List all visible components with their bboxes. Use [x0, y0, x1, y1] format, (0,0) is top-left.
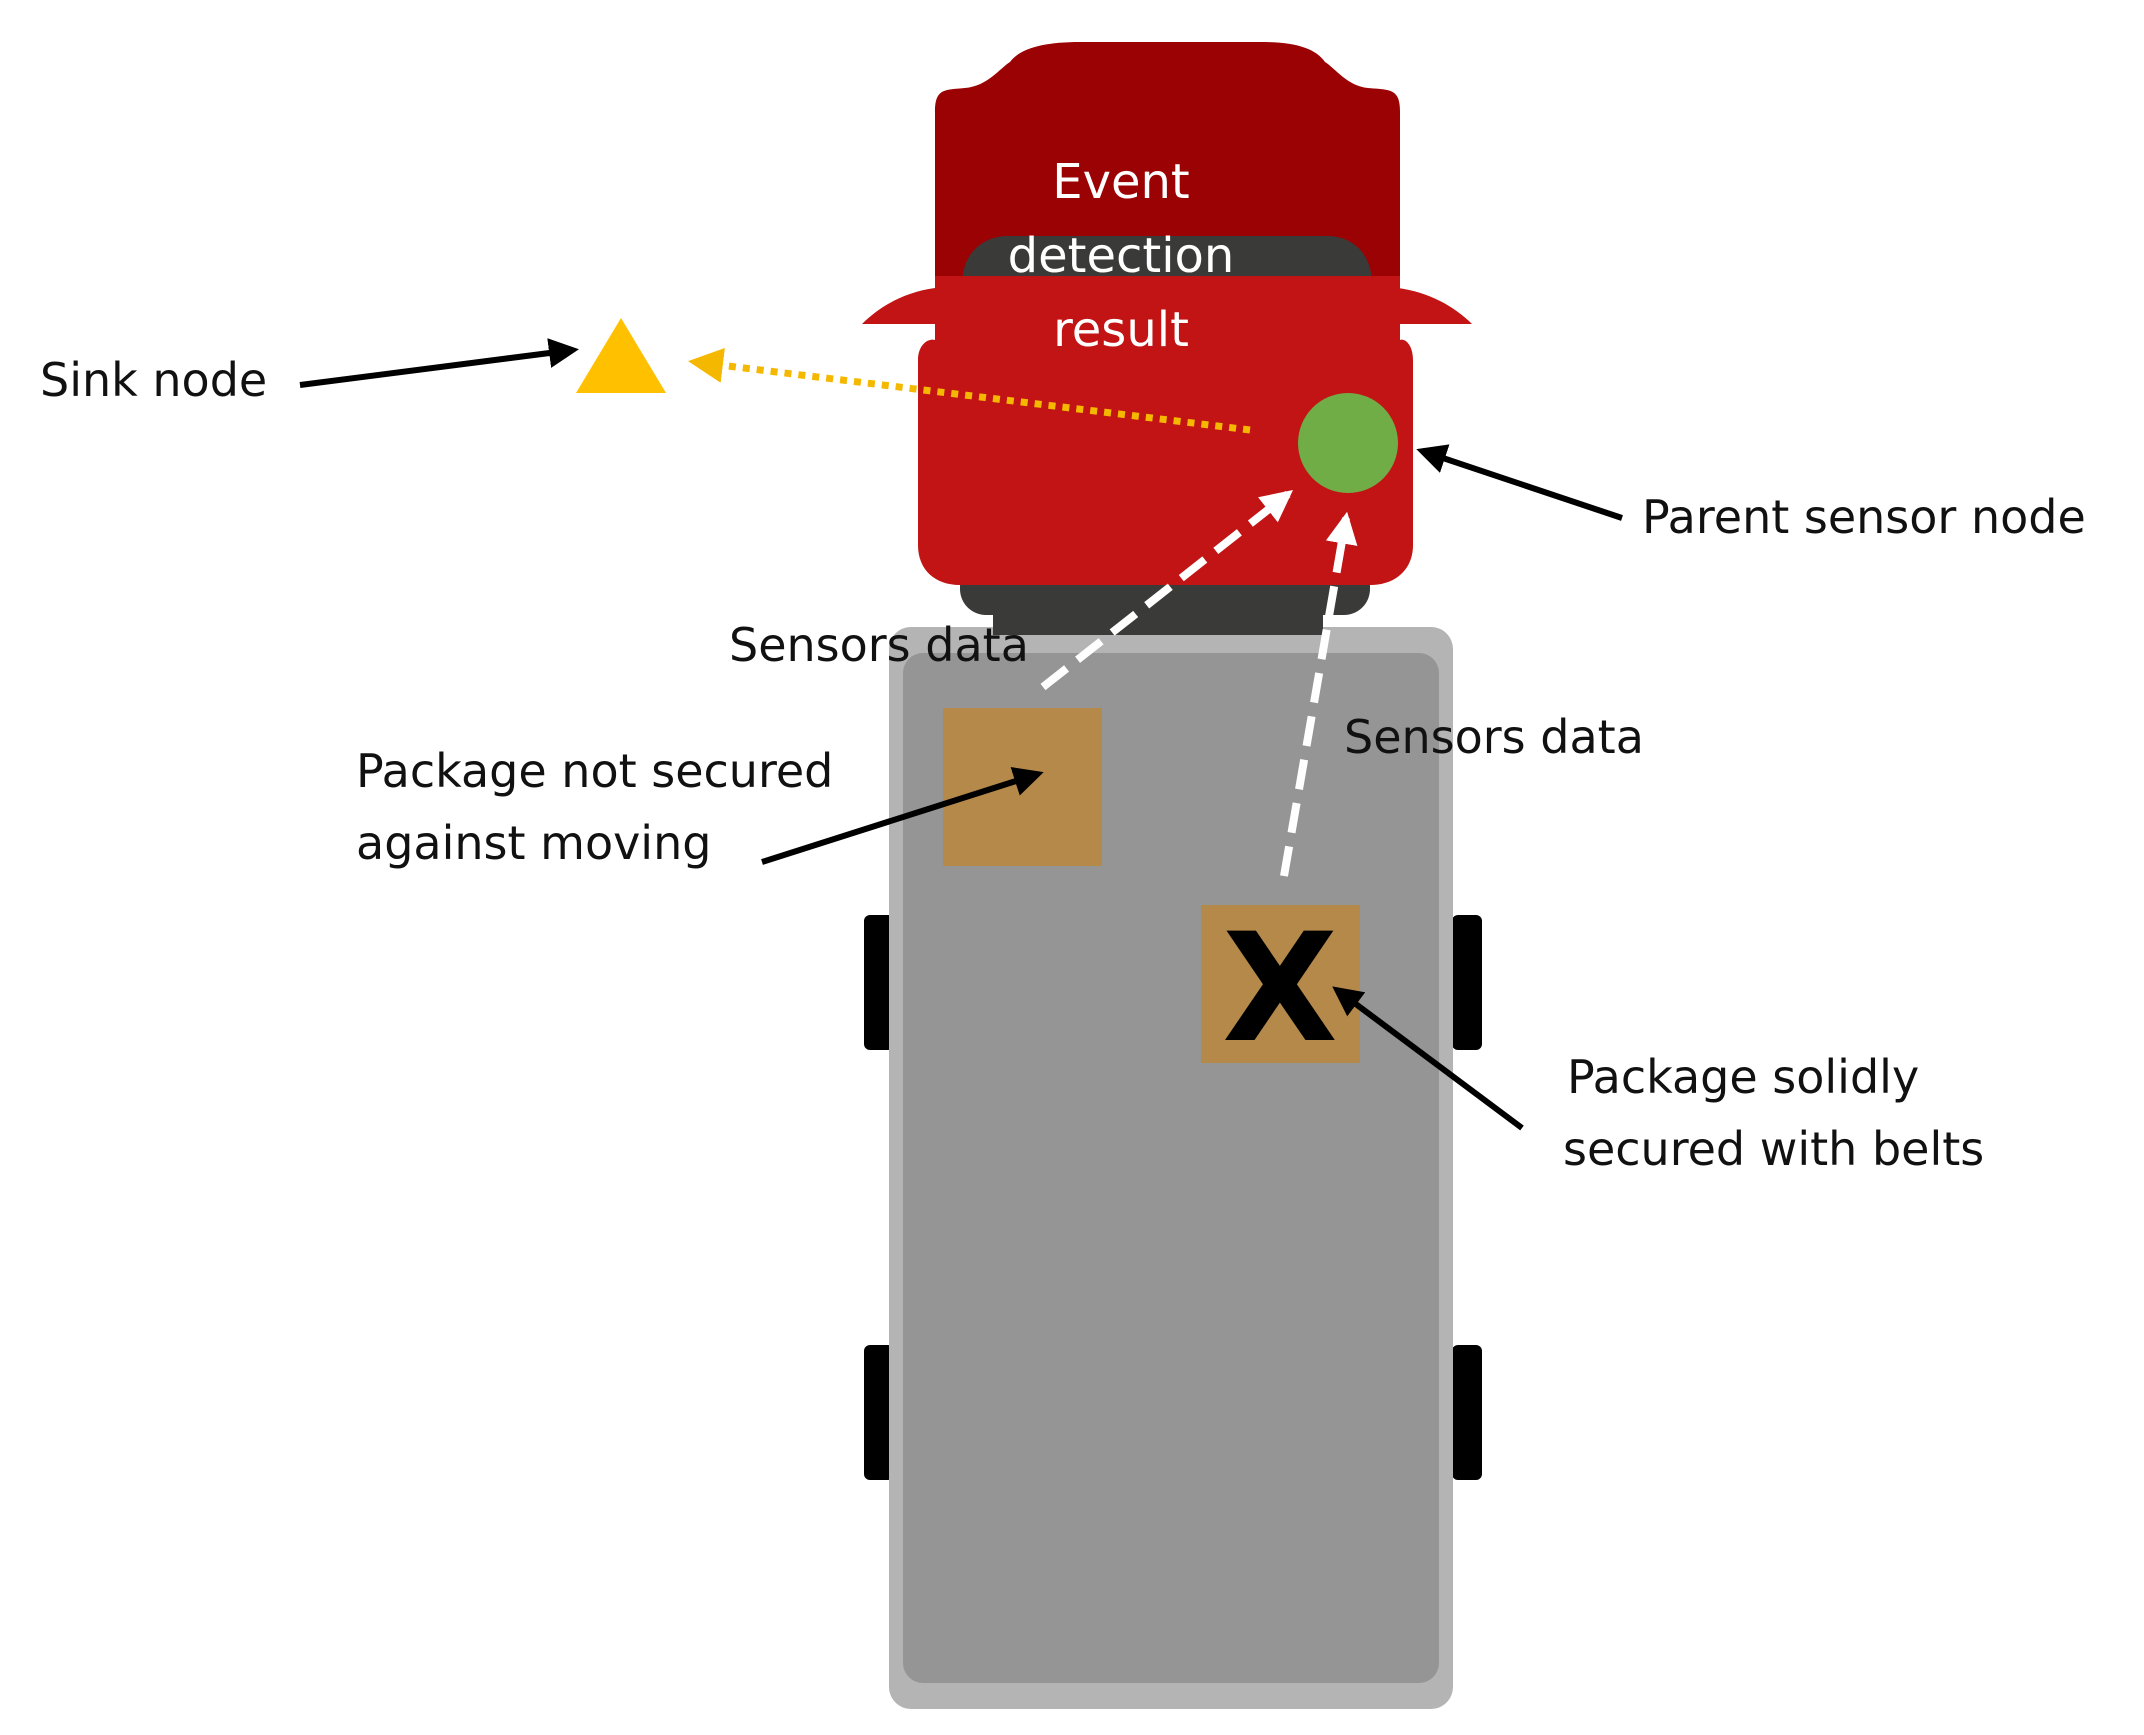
cab-label-line-3: result — [1053, 302, 1189, 358]
triangle-icon — [576, 318, 666, 393]
parent-sensor-node-label: Parent sensor node — [1642, 490, 2086, 544]
cab-label-line-2: detection — [1008, 228, 1235, 284]
sensors-data-arrow-left — [1040, 490, 1294, 691]
sensors-data-label-left: Sensors data — [729, 618, 1029, 672]
package-secured-pointer-arrow — [1332, 986, 1524, 1131]
sink-node-label: Sink node — [40, 353, 267, 407]
cab-roof — [935, 42, 1400, 300]
secured-package-x-mark: X — [1222, 902, 1338, 1076]
sensors-data-label-right: Sensors data — [1344, 710, 1644, 764]
circle-icon — [1298, 393, 1398, 493]
parent-sensor-node-pointer-arrow — [1416, 444, 1623, 521]
wheel-front-right — [1452, 915, 1482, 1050]
package-not-secured-label-line-1: Package not secured — [356, 744, 833, 798]
package-secured — [1201, 905, 1360, 1063]
sensors-data-arrow-right — [1280, 511, 1358, 877]
package-not-secured-pointer-arrow — [761, 766, 1044, 865]
cab-mirror-right — [1398, 288, 1472, 324]
package-not-secured-label-line-2: against moving — [356, 816, 711, 870]
truck-cab — [862, 42, 1472, 635]
wheel-front-left — [864, 915, 894, 1050]
wheel-rear-right — [1452, 1345, 1482, 1480]
sink-node-pointer-arrow — [299, 338, 579, 388]
cab-mirror-left — [862, 288, 935, 324]
result-to-sink-arrow — [688, 348, 1251, 434]
wheel-rear-left — [864, 1345, 894, 1480]
package-secured-label-line-1: Package solidly — [1567, 1050, 1919, 1104]
package-secured-label-line-2: secured with belts — [1563, 1122, 1984, 1176]
cab-label-line-1: Event — [1052, 154, 1190, 210]
package-not-secured — [943, 708, 1102, 866]
